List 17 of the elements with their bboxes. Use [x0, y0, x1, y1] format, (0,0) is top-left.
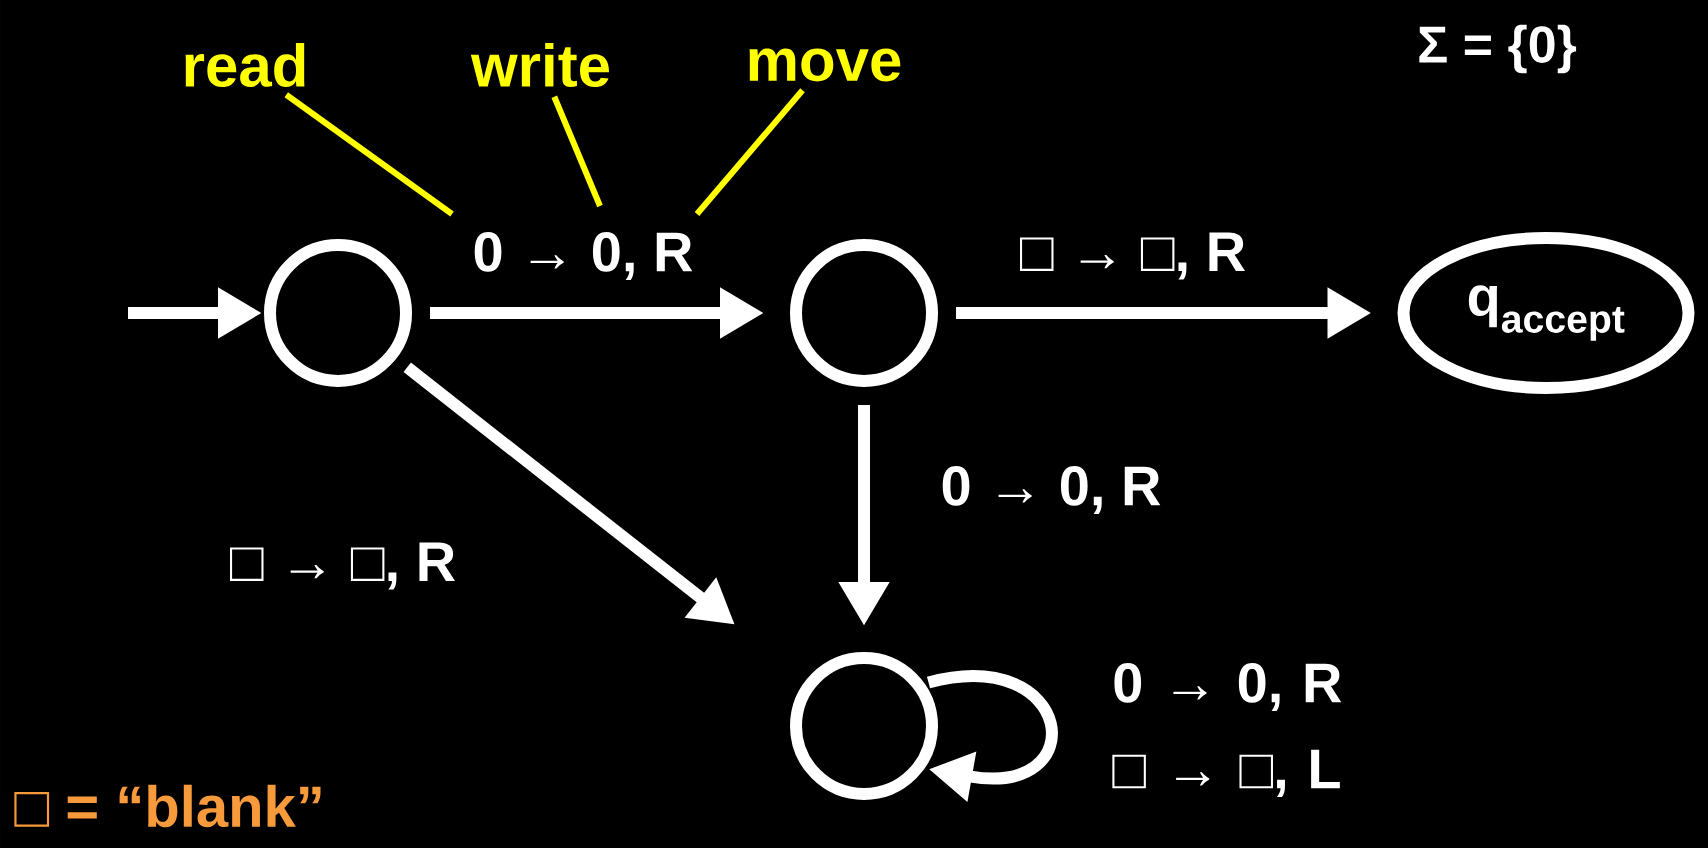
alphabet-label: Σ = {0} [1419, 24, 1577, 74]
edge-label: 0 → 0, R [474, 232, 693, 280]
self-loop-arrow [927, 670, 1058, 803]
edge-label: □ → □, R [1020, 232, 1245, 280]
annotation-text: move [749, 48, 901, 82]
annotation-text: write [470, 42, 609, 87]
state-circle [790, 239, 938, 387]
legend-note: □ = “blank” [14, 784, 321, 828]
edge-label: 0 → 0, R [942, 466, 1161, 514]
state-circle [264, 239, 412, 387]
leader-line [551, 95, 603, 208]
annotation-text: read [185, 42, 305, 87]
state-circle [790, 652, 938, 800]
leader-line [694, 88, 805, 216]
edge-label: □ → □, R [230, 542, 455, 590]
leader-line [284, 92, 454, 217]
edge-label: 0 → 0, R □ → □, L [1112, 663, 1342, 797]
